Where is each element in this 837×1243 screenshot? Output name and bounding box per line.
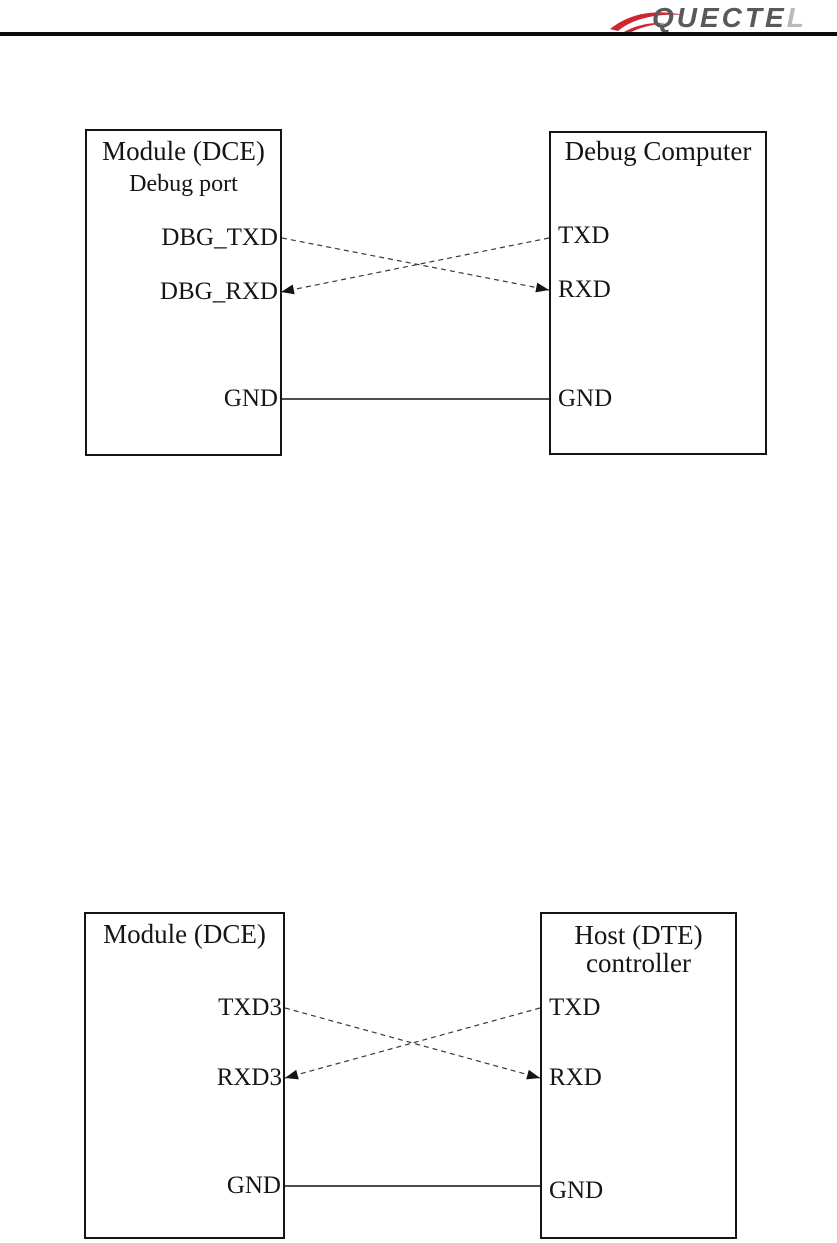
fig2-left-box-title: Module (DCE)	[103, 919, 266, 949]
fig2-line-txd3-to-rxd	[284, 1007, 541, 1080]
fig2-pin-gnd-left: GND	[226, 1172, 281, 1199]
fig2-pin-txd: TXD	[549, 994, 601, 1021]
fig2-pin-rxd3: RXD3	[216, 1064, 282, 1091]
fig1-pin-dbg-txd: DBG_TXD	[161, 224, 278, 251]
fig2-pin-gnd-right: GND	[549, 1177, 604, 1204]
fig2-pin-txd3: TXD3	[218, 994, 282, 1021]
fig2-right-box-subtitle: controller	[586, 948, 691, 978]
logo-swoosh-icon	[610, 12, 684, 34]
logo-text: QUECTEL	[652, 2, 807, 33]
fig2-right-box-title: Host (DTE)	[574, 920, 703, 950]
fig1-pin-txd: TXD	[558, 222, 610, 249]
fig2-pin-rxd: RXD	[549, 1064, 602, 1091]
logo-text-secondary: L	[787, 2, 807, 33]
fig1-left-box-title: Module (DCE)	[102, 136, 265, 166]
quectel-logo: QUECTEL	[610, 2, 807, 34]
fig2-host-dte-box	[540, 912, 737, 1239]
fig1-pin-rxd: RXD	[558, 276, 611, 303]
header-rule	[0, 32, 837, 36]
fig2-line-txd-to-rxd3	[284, 1007, 541, 1080]
logo-text-primary: QUECTE	[652, 2, 787, 33]
fig1-pin-gnd-left: GND	[223, 385, 278, 412]
fig2-module-dce-box	[84, 912, 285, 1239]
fig1-debug-computer-box	[549, 131, 767, 455]
fig1-line-dbgtxd-to-rxd	[281, 237, 550, 293]
fig1-right-box-title: Debug Computer	[564, 136, 752, 166]
fig1-pin-gnd-right: GND	[558, 385, 613, 412]
fig1-line-txd-to-dbgrxd	[280, 237, 550, 295]
fig1-pin-dbg-rxd: DBG_RXD	[159, 278, 278, 305]
fig1-left-box-subtitle: Debug port	[129, 171, 238, 197]
